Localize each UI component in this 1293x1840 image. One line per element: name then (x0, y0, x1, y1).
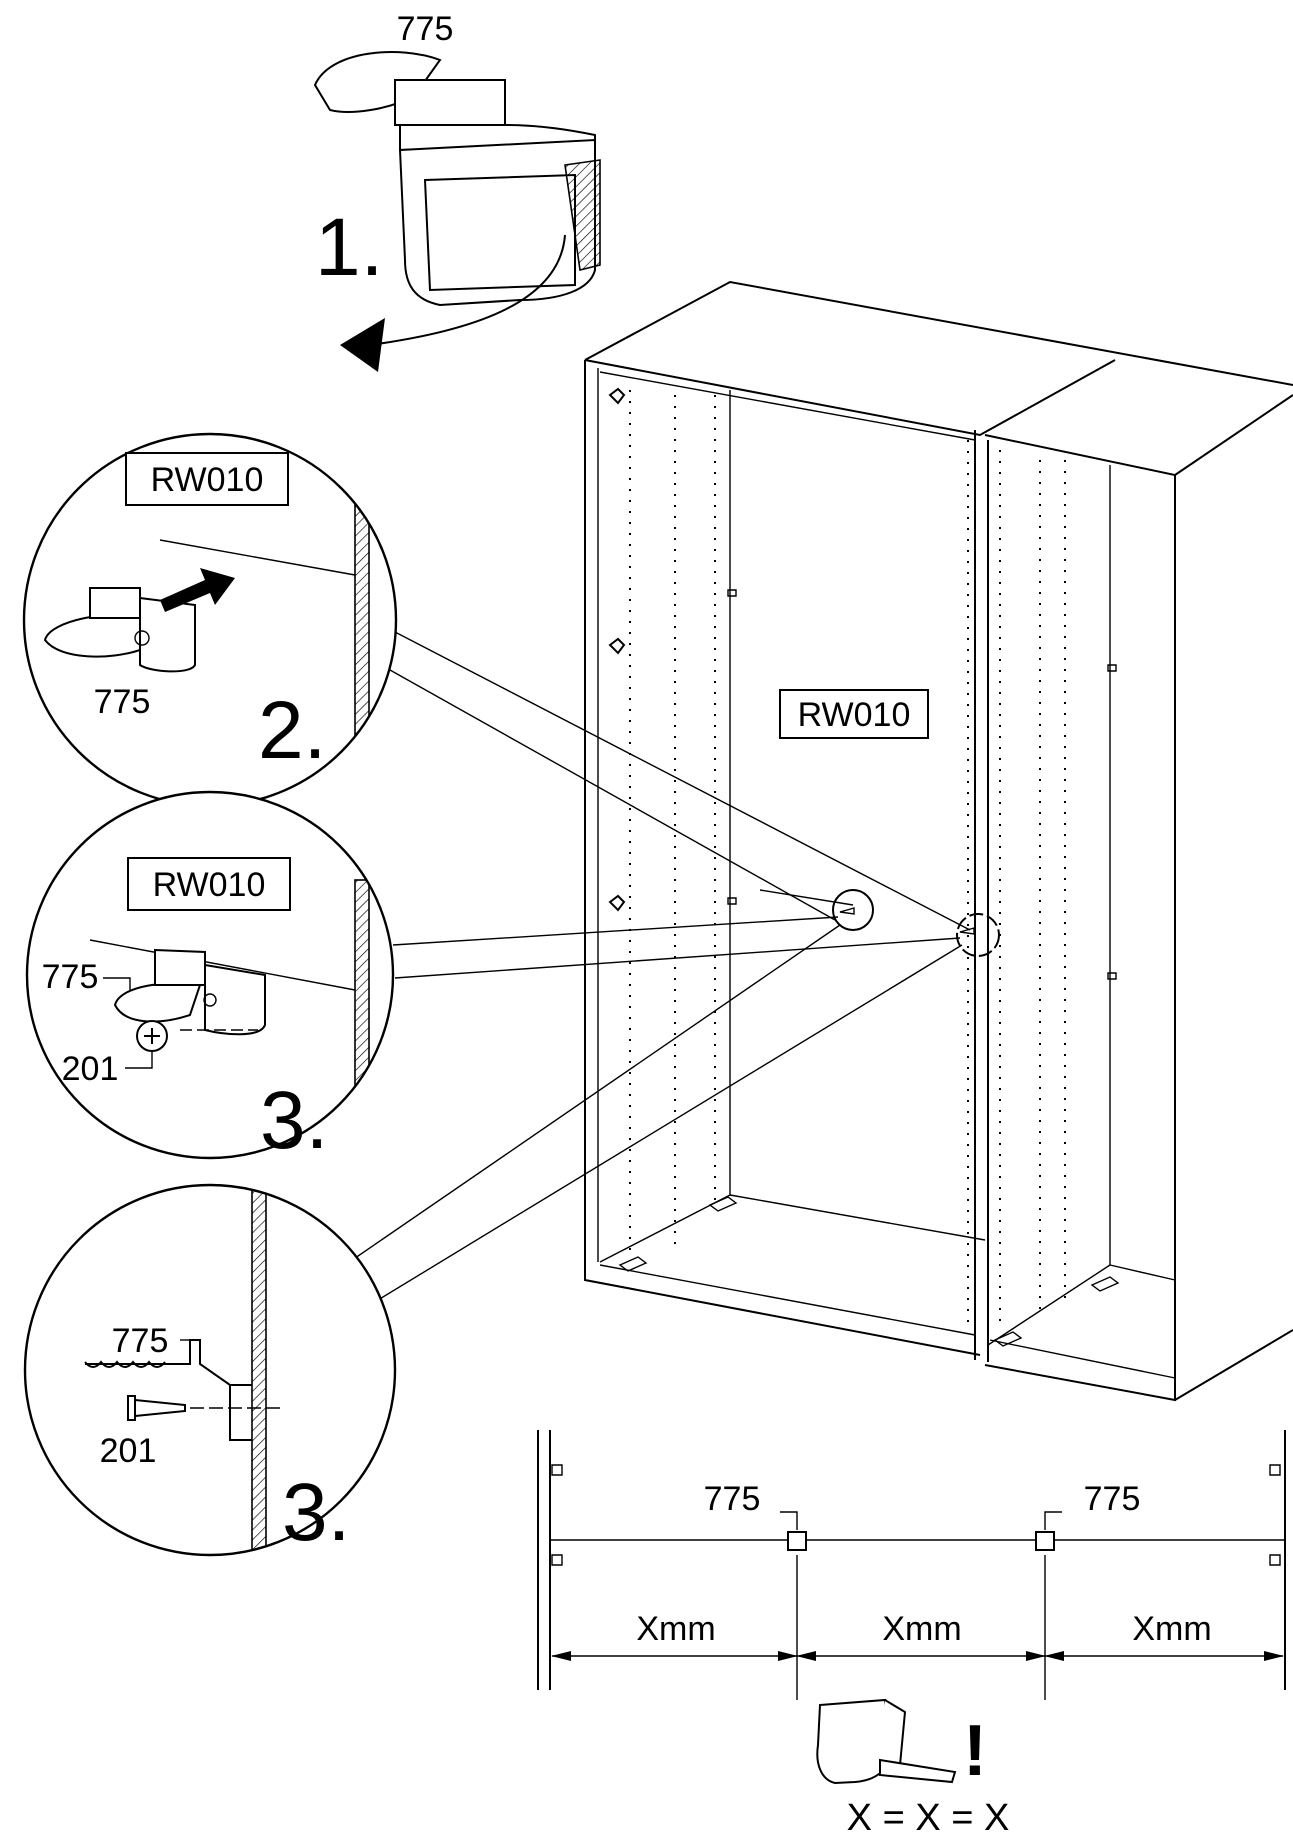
detail-step3a-panel-label-box (127, 857, 291, 911)
detail-step3b-screw-label: 201 (100, 1432, 157, 1470)
cabinet-panel-label: RW010 (798, 696, 911, 734)
detail-step3b-drawing (84, 1185, 285, 1555)
dimension-label-right: Xmm (1132, 1610, 1211, 1648)
measuring-tape-icon (816, 1698, 957, 1785)
detail-step2-panel-label-box (125, 452, 289, 506)
dimension-label-middle: Xmm (882, 1610, 961, 1648)
detail-step2-number: 2. (258, 685, 326, 776)
spacing-diagram (537, 1430, 1286, 1700)
detail-step2-drawing (43, 489, 370, 806)
detail-step3a-screw-label: 201 (62, 1050, 119, 1088)
detail-step3a-part-label: 775 (42, 958, 99, 996)
cabinet-panel-label-box (779, 689, 929, 739)
detail-step3a-panel-label: RW010 (153, 866, 266, 904)
callout-circle-divider (956, 913, 1000, 957)
detail-step3a-number: 3. (260, 1075, 328, 1166)
detail-step2-panel-label: RW010 (151, 461, 264, 499)
detail-step3a-drawing (89, 879, 370, 1158)
spacing-right-part-label: 775 (1084, 1480, 1141, 1518)
rotate-arrow (369, 234, 566, 346)
spacing-left-part-label: 775 (704, 1480, 761, 1518)
step1-part-label: 775 (397, 10, 454, 48)
detail-step3b-part-label: 775 (112, 1322, 169, 1360)
detail-step3b-number: 3. (282, 1467, 350, 1558)
step1-number: 1. (315, 202, 383, 293)
dimension-label-left: Xmm (636, 1610, 715, 1648)
detail-step2-part-label: 775 (94, 683, 151, 721)
callout-circle-middle (832, 889, 874, 931)
detail-leader-lines (344, 631, 971, 1301)
note-exclamation: ! (963, 1711, 987, 1791)
wardrobe-cabinet (584, 280, 1293, 1402)
step1-shelf-support-illustration (313, 51, 601, 307)
spacing-equation: X = X = X (847, 1797, 1010, 1839)
rotate-arrow-head (340, 318, 385, 372)
